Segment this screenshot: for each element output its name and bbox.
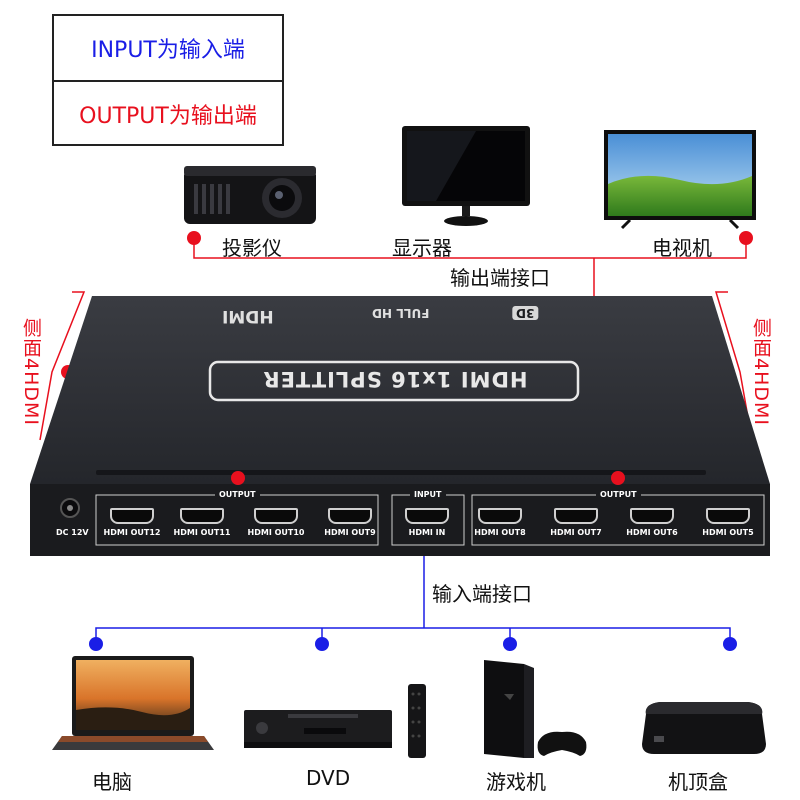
input-device-label-console: 游戏机	[486, 770, 546, 794]
input-device-label-laptop: 电脑	[92, 770, 132, 794]
game-console-icon	[484, 660, 587, 758]
hdmi-out9-port[interactable]	[328, 508, 372, 524]
legend-divider	[54, 80, 282, 82]
legend-input-text: INPUT为输入端	[91, 38, 245, 63]
dvd-connection-dot	[315, 637, 329, 651]
set-top-box-icon	[642, 702, 766, 754]
legend-box: INPUT为输入端 OUTPUT为输出端	[52, 14, 284, 146]
set-top-box-connection-dot	[723, 637, 737, 651]
tv-icon	[604, 130, 756, 230]
laptop-connection-dot	[89, 637, 103, 651]
3d-badge: 3D	[512, 306, 539, 320]
output-port-label: 输出端接口	[450, 266, 550, 290]
port-label: HDMI OUT7	[550, 528, 602, 537]
hdmi-out5-port[interactable]	[706, 508, 750, 524]
hdmi-in-port[interactable]	[405, 508, 449, 524]
power-label: DC 12V	[56, 528, 89, 537]
full-hd-badge: FULL HD	[372, 306, 430, 320]
port-label: HDMI IN	[408, 528, 446, 537]
hdmi-out11-port[interactable]	[180, 508, 224, 524]
device-top-title: HDMI 1x16 SPLITTER	[262, 367, 528, 391]
output-device-label-monitor: 显示器	[392, 236, 452, 260]
output-group-title-right: OUTPUT	[596, 490, 641, 499]
power-jack[interactable]	[61, 499, 79, 517]
hdmi-out7-port[interactable]	[554, 508, 598, 524]
input-group-title: INPUT	[410, 490, 446, 499]
projector-connection-dot	[187, 231, 201, 245]
hdmi-out8-port[interactable]	[478, 508, 522, 524]
output-group-title-left: OUTPUT	[215, 490, 260, 499]
side-hdmi-label-right: 侧面4HDMI	[750, 318, 772, 427]
output-left-connection-dot	[231, 471, 245, 485]
laptop-icon	[52, 656, 214, 750]
hdmi-out12-port[interactable]	[110, 508, 154, 524]
tv-connection-dot	[739, 231, 753, 245]
hdmi-out10-port[interactable]	[254, 508, 298, 524]
input-port-label: 输入端接口	[432, 582, 532, 606]
port-label: HDMI OUT9	[324, 528, 376, 537]
projector-icon	[184, 166, 316, 224]
port-label: HDMI OUT8	[474, 528, 526, 537]
port-label: HDMI OUT12	[103, 528, 161, 537]
input-device-label-set-top-box: 机顶盒	[668, 770, 728, 794]
console-connection-dot	[503, 637, 517, 651]
side-hdmi-label-left: 侧面4HDMI	[20, 318, 42, 427]
monitor-icon	[402, 126, 530, 226]
hdmi-logo: HDMI	[222, 306, 274, 326]
port-label: HDMI OUT5	[702, 528, 754, 537]
port-label: HDMI OUT11	[173, 528, 231, 537]
dvd-player-icon	[244, 684, 426, 758]
output-device-label-tv: 电视机	[652, 236, 712, 260]
hdmi-out6-port[interactable]	[630, 508, 674, 524]
legend-output-text: OUTPUT为输出端	[79, 104, 257, 129]
output-device-label-projector: 投影仪	[222, 236, 282, 260]
port-label: HDMI OUT10	[247, 528, 305, 537]
port-label: HDMI OUT6	[626, 528, 678, 537]
output-right-connection-dot	[611, 471, 625, 485]
input-device-label-dvd: DVD	[306, 766, 351, 790]
